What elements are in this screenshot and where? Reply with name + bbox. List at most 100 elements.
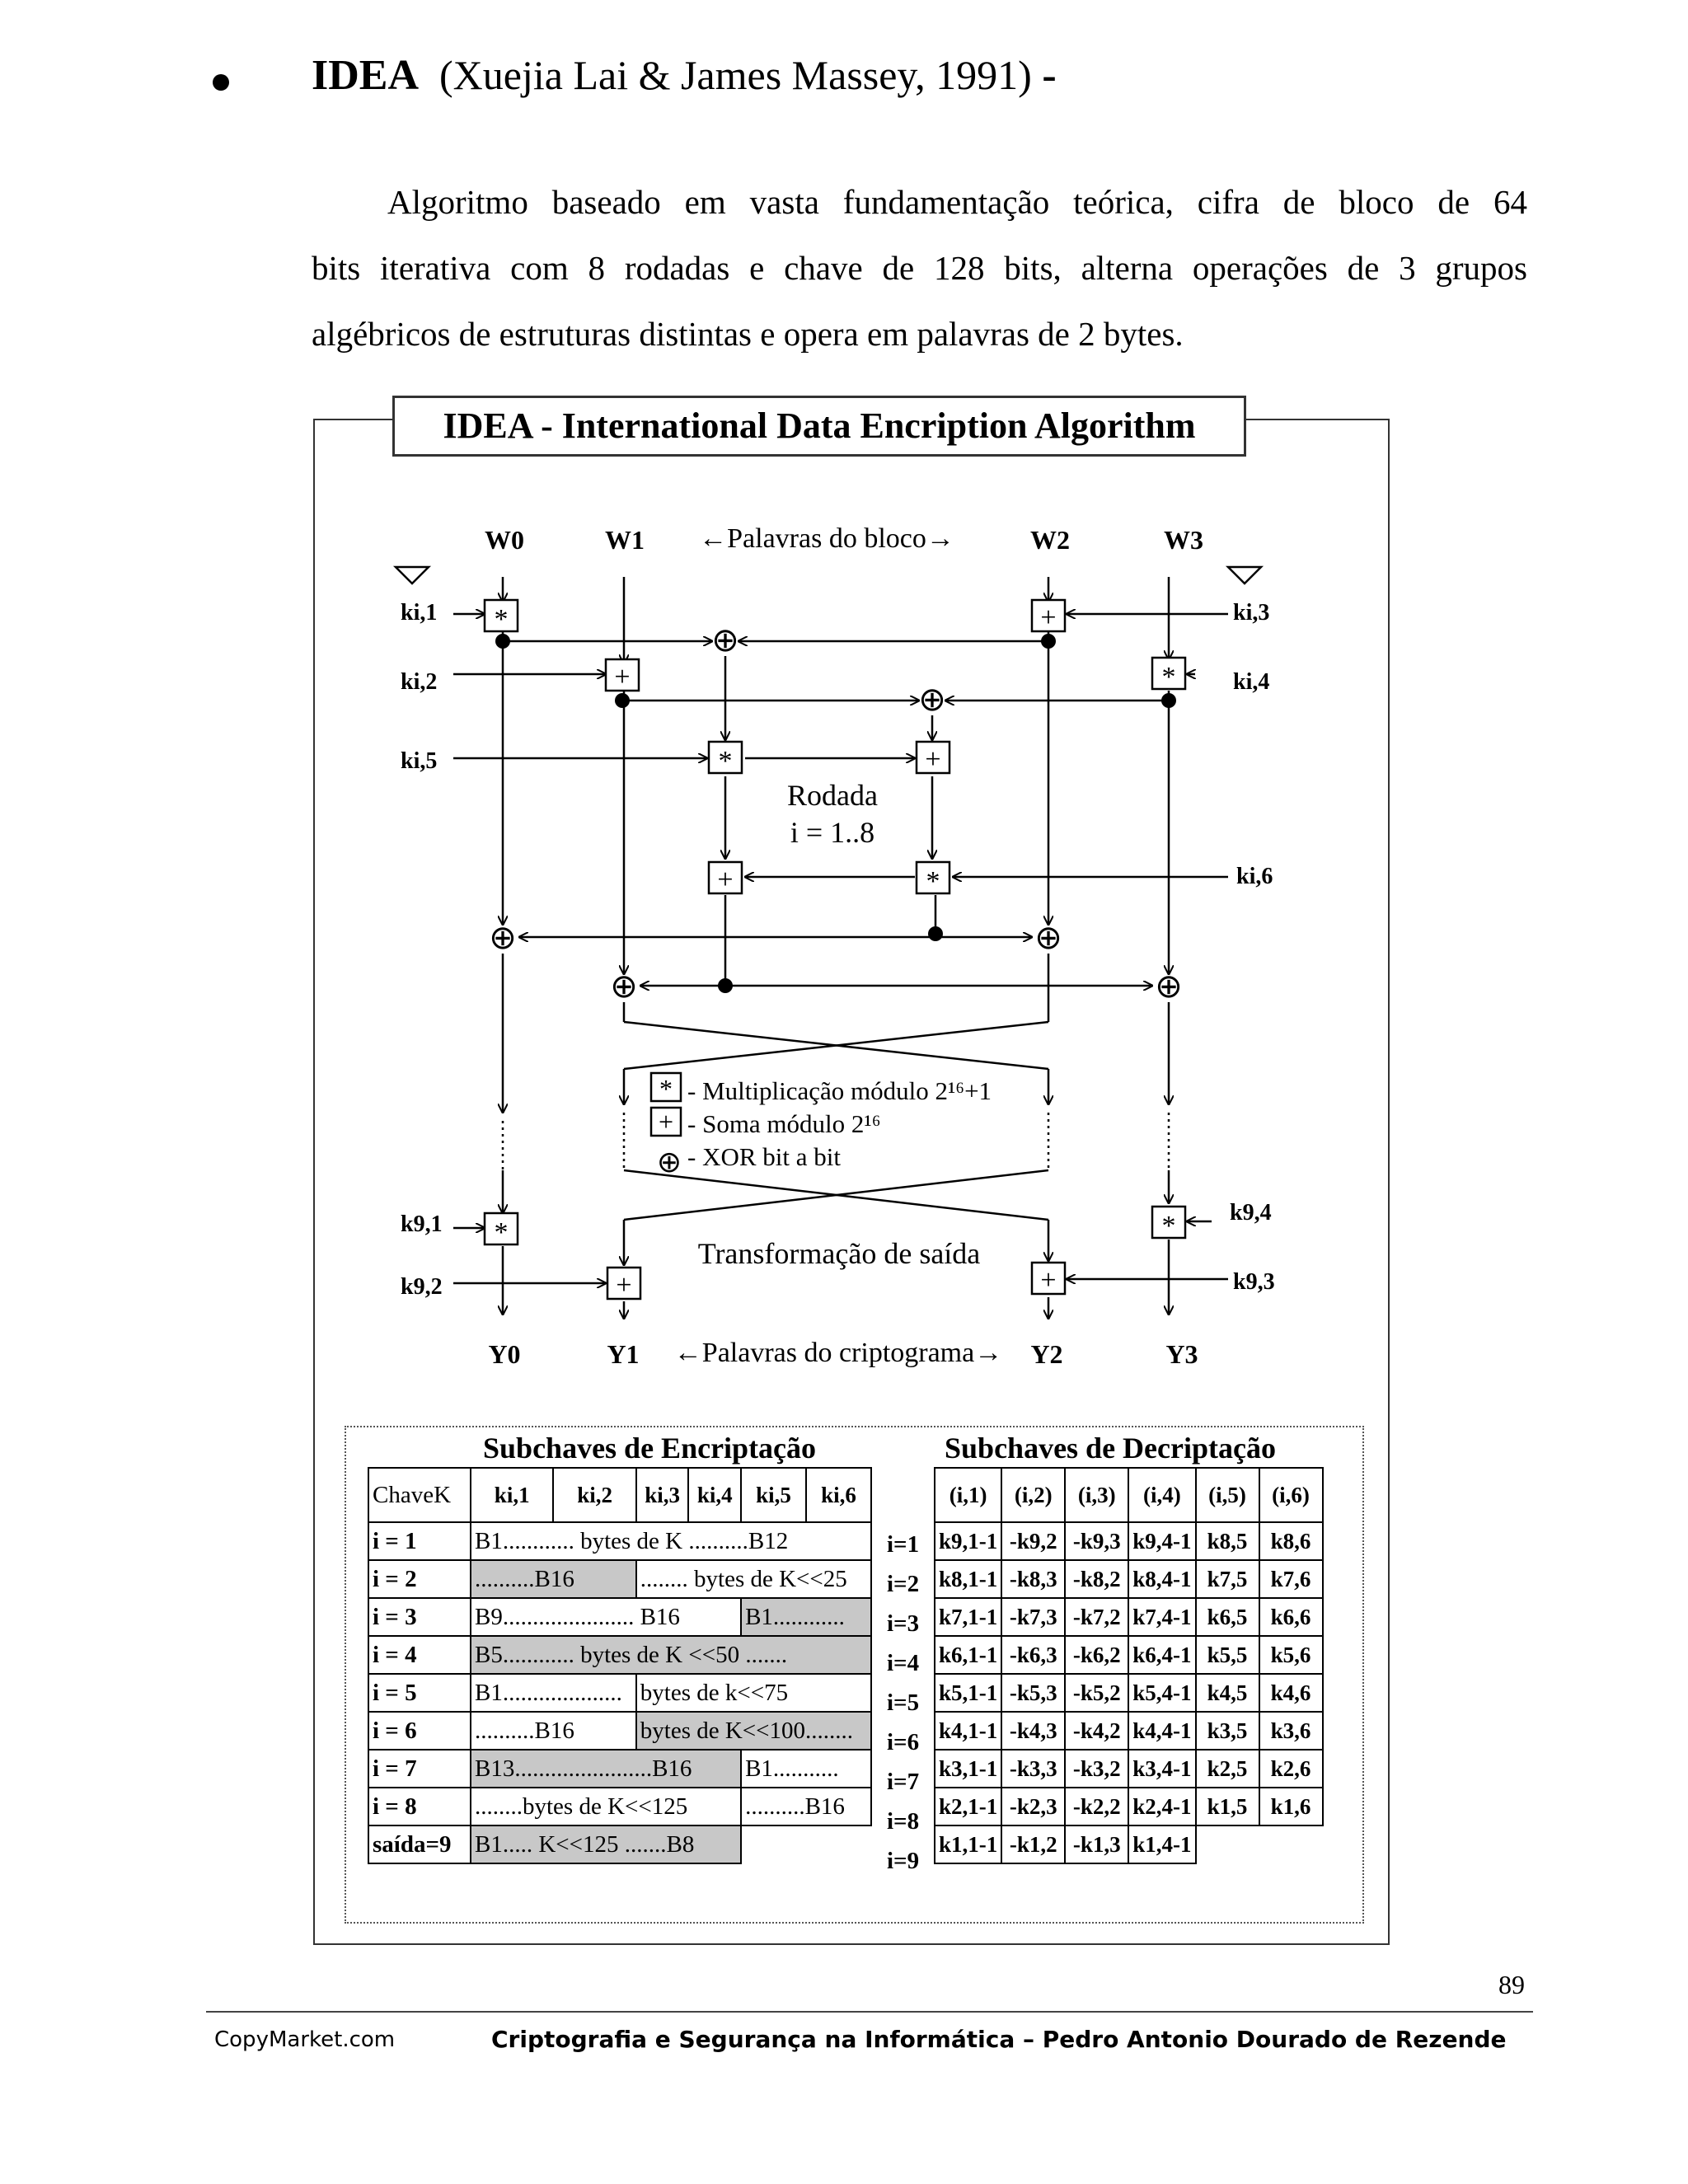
- legend-xor: - XOR bit a bit: [687, 1142, 841, 1171]
- key-label: k9,2: [401, 1274, 443, 1300]
- dec-cell: k4,5: [1194, 1673, 1260, 1713]
- intro-paragraph: Algoritmo baseado em vasta fundamentação…: [312, 169, 1527, 367]
- add-op: +: [717, 865, 733, 895]
- dec-cell: k7,1-1: [933, 1597, 1003, 1637]
- word-w3: W3: [1164, 525, 1203, 555]
- figure-title: IDEA - International Data Encription Alg…: [392, 396, 1246, 457]
- dec-cell: k5,1-1: [933, 1673, 1003, 1713]
- dec-col-header: (i,4): [1128, 1467, 1197, 1523]
- xor-op: ⊕: [1034, 919, 1062, 956]
- xor-op: ⊕: [918, 681, 946, 718]
- key-label: ki,5: [401, 748, 437, 774]
- enc-subkeys-table: ChaveK ki,1 ki,2 ki,3 ki,4 ki,5 ki,6 i =…: [368, 1467, 873, 1864]
- legend-add-icon: +: [659, 1107, 673, 1137]
- dec-cell-empty: [1196, 1825, 1259, 1863]
- enc-row-bytes: B13.......................B16: [469, 1749, 743, 1788]
- dec-cell: -k1,2: [1001, 1825, 1067, 1864]
- legend-mul-icon: *: [659, 1074, 673, 1104]
- enc-row: i = 2 ..........B16 ........ bytes de K<…: [368, 1559, 873, 1599]
- dec-cell: -k5,3: [1001, 1673, 1067, 1713]
- dec-row-label: i=6: [887, 1729, 920, 1755]
- enc-row: i = 4 B5............ bytes de K <<50 ...…: [368, 1635, 872, 1675]
- dec-cell: k1,1-1: [933, 1825, 1003, 1864]
- enc-col-header: ki,2: [552, 1467, 637, 1523]
- enc-table-title: Subchaves de Encriptação: [483, 1432, 817, 1465]
- bullet: [213, 74, 229, 91]
- dec-cell: k3,5: [1194, 1711, 1260, 1750]
- dec-row-label: i=8: [887, 1808, 920, 1835]
- enc-row-bytes: B1....................: [470, 1673, 637, 1713]
- enc-row-bytes: B1............ bytes de K ..........B12: [470, 1521, 872, 1561]
- add-op: +: [616, 1270, 631, 1301]
- dec-cell: k9,4-1: [1128, 1521, 1197, 1561]
- dec-cell: k4,1-1: [933, 1711, 1003, 1750]
- enc-row-bytes: bytes de K<<100........: [635, 1711, 873, 1750]
- enc-col-header: ki,4: [687, 1467, 743, 1523]
- xor-op: ⊕: [1155, 968, 1183, 1005]
- idea-round-diagram: * + + * * + + * * * + + ⊕ ⊕ ⊕ ⊕ ⊕ ⊕ W0 W…: [392, 523, 1275, 1369]
- xor-op: ⊕: [610, 968, 638, 1005]
- dec-cell: k2,4-1: [1128, 1787, 1197, 1826]
- word-y3: Y3: [1165, 1339, 1198, 1369]
- enc-row-label: saída=9: [368, 1825, 471, 1864]
- dec-cell: k6,6: [1258, 1597, 1324, 1637]
- mul-op: *: [926, 866, 940, 897]
- word-y0: Y0: [488, 1339, 520, 1369]
- enc-col-header: ki,1: [469, 1467, 555, 1523]
- key-label: k9,3: [1233, 1269, 1275, 1295]
- dec-cell: k7,5: [1194, 1559, 1260, 1599]
- dec-row-label: i=7: [887, 1769, 920, 1795]
- dec-cell: k7,4-1: [1128, 1597, 1197, 1637]
- enc-row: i = 1 B1............ bytes de K ........…: [368, 1521, 872, 1561]
- key-label: k9,1: [401, 1212, 443, 1237]
- legend-mul: - Multiplicação módulo 2¹⁶+1: [687, 1076, 992, 1105]
- dec-row-label: i=1: [887, 1531, 920, 1558]
- dec-col-header: (i,6): [1258, 1467, 1324, 1523]
- enc-row: i = 6 ..........B16 bytes de K<<100.....…: [368, 1711, 873, 1750]
- enc-row-bytes: B9...................... B16: [469, 1597, 743, 1637]
- mul-op: *: [495, 604, 509, 635]
- dec-subkeys-table: (i,1) (i,2) (i,3) (i,4) (i,5) (i,6) k9,1…: [933, 1467, 1324, 1864]
- dec-cell: k8,6: [1258, 1521, 1324, 1561]
- word-w2: W2: [1030, 525, 1070, 555]
- enc-row-label: i = 2: [368, 1559, 471, 1599]
- key-label: ki,4: [1233, 669, 1269, 695]
- dec-cell: -k8,2: [1064, 1559, 1130, 1599]
- word-w0: W0: [485, 525, 524, 555]
- word-y1: Y1: [607, 1339, 639, 1369]
- add-op: +: [1040, 602, 1056, 633]
- footer-rule: [206, 2011, 1533, 2013]
- dec-cell: k8,1-1: [933, 1559, 1003, 1599]
- heading-title: IDEA: [312, 52, 420, 99]
- dec-cell: -k2,2: [1064, 1787, 1130, 1826]
- paragraph-line: Algoritmo baseado em vasta fundamentação…: [387, 183, 1527, 221]
- enc-row-bytes: ........bytes de K<<125: [469, 1787, 743, 1826]
- enc-row-label: i = 1: [368, 1521, 471, 1561]
- legend-add: - Soma módulo 2¹⁶: [687, 1109, 881, 1138]
- dec-cell: -k4,2: [1064, 1711, 1130, 1750]
- dec-cell: k6,4-1: [1128, 1635, 1197, 1675]
- dec-cell: -k5,2: [1064, 1673, 1130, 1713]
- dec-cell: -k6,2: [1064, 1635, 1130, 1675]
- heading-dash: -: [1042, 52, 1057, 99]
- dec-col-header: (i,3): [1064, 1467, 1130, 1523]
- dec-cell: k9,1-1: [933, 1521, 1003, 1561]
- dec-row-label: i=9: [887, 1848, 920, 1874]
- dec-cell: -k8,3: [1001, 1559, 1067, 1599]
- dec-cell: -k3,2: [1064, 1749, 1130, 1788]
- enc-col-header: ki,5: [740, 1467, 807, 1523]
- dec-cell: k2,5: [1194, 1749, 1260, 1788]
- enc-row-bytes: B1............: [740, 1597, 872, 1637]
- heading-authors: (Xuejia Lai & James Massey, 1991): [439, 52, 1032, 98]
- key-label: k9,4: [1230, 1200, 1272, 1226]
- enc-row: i = 8 ........bytes de K<<125 ..........…: [368, 1787, 872, 1826]
- add-op: +: [925, 744, 940, 775]
- mul-op: *: [1162, 1211, 1176, 1241]
- dec-row-label: i=3: [887, 1610, 920, 1637]
- enc-row-label: i = 3: [368, 1597, 471, 1637]
- enc-header-label: ChaveK: [368, 1467, 471, 1523]
- footer-book-title: Criptografia e Segurança na Informática …: [491, 2026, 1507, 2053]
